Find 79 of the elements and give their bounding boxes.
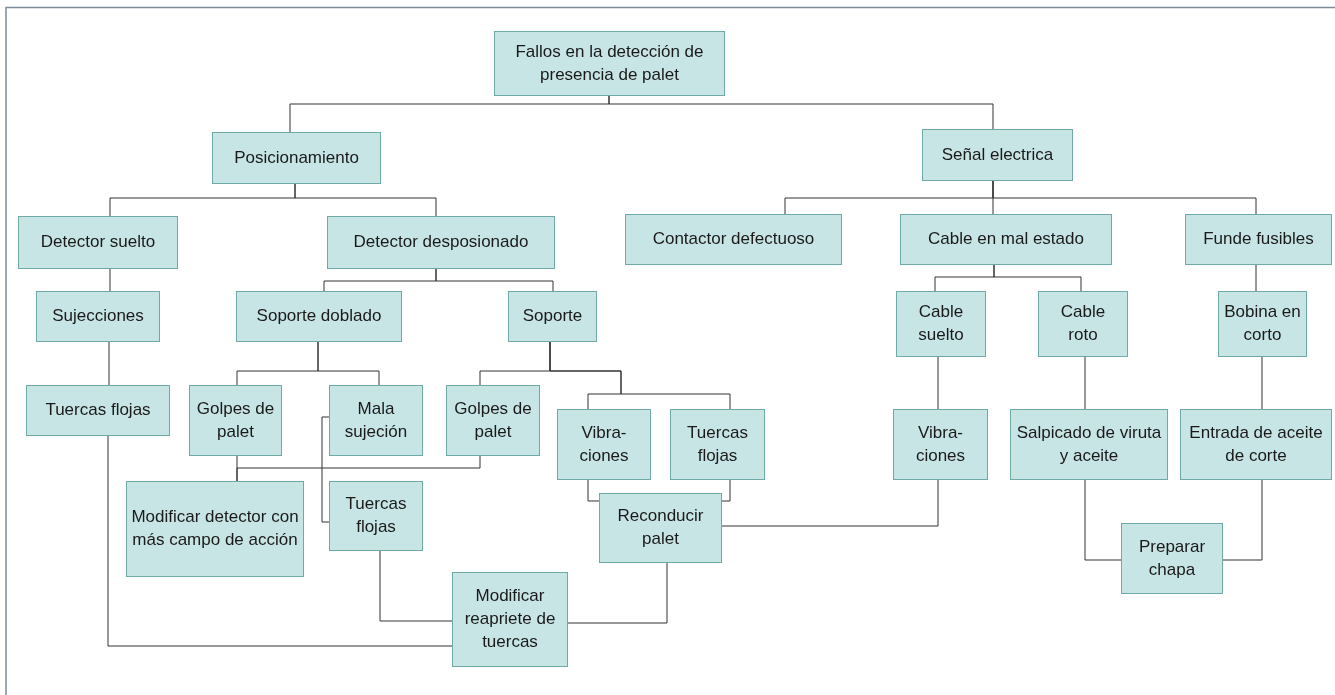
box-label: Detector desposionado — [353, 231, 529, 254]
cause-box — [236, 291, 402, 342]
box-label: Soporte doblado — [256, 305, 382, 328]
box-label: Golpes de palet — [453, 397, 533, 443]
connector-line — [107, 435, 453, 647]
box-label: Modificar reapriete de tuercas — [463, 585, 557, 653]
cause-box — [1038, 291, 1128, 357]
box-label: Bobina en corto — [1223, 301, 1302, 346]
cause-box — [625, 214, 842, 265]
connector-line — [321, 416, 330, 523]
cause-box — [893, 409, 988, 480]
cause-box — [896, 291, 986, 357]
connector-line — [435, 268, 554, 292]
cause-box — [922, 129, 1073, 181]
cause-box — [599, 493, 722, 563]
connector-line — [587, 479, 600, 502]
cause-box — [18, 216, 178, 269]
box-label: Vibra- ciones — [914, 421, 967, 467]
cause-box — [557, 409, 651, 480]
cause-box — [329, 481, 423, 551]
connector-line — [1261, 356, 1263, 410]
connector-line — [294, 183, 437, 217]
box-label: Vibra- ciones — [578, 421, 630, 467]
cause-box — [1185, 214, 1332, 265]
box-label: Soporte — [522, 305, 583, 328]
cause-box — [446, 385, 540, 456]
box-label: Posicionamiento — [234, 146, 359, 169]
box-label: Fallos en la detección de presencia de palet — [514, 40, 705, 86]
cause-box — [327, 216, 555, 269]
box-label: Mala sujeción — [343, 397, 409, 443]
cause-box — [508, 291, 597, 342]
box-label: Reconducir palet — [616, 505, 705, 550]
connector-line — [608, 95, 994, 130]
connector-line — [317, 341, 380, 386]
box-label: Salpicado de viruta y aceite — [1015, 421, 1163, 467]
box-label: Cable suelto — [917, 301, 965, 346]
connector-line — [567, 562, 668, 624]
cause-box — [1121, 523, 1223, 594]
connector-line — [1084, 479, 1122, 561]
box-label: Tuercas flojas — [686, 421, 749, 467]
cause-box — [329, 385, 423, 456]
cause-box — [126, 481, 304, 577]
connector-line — [721, 479, 731, 502]
box-label: Tuercas flojas — [344, 493, 408, 538]
cause-box — [36, 291, 160, 342]
connector-line — [1084, 356, 1086, 410]
connector-line — [1255, 264, 1257, 292]
cause-box — [189, 385, 282, 456]
cause-box — [1180, 409, 1332, 480]
connector-line — [1222, 479, 1263, 561]
box-label: Preparar chapa — [1137, 535, 1207, 581]
cause-box — [1010, 409, 1168, 480]
cause-box — [452, 572, 568, 667]
connector-line — [992, 180, 1257, 215]
connector-line — [236, 455, 481, 482]
box-label: Golpes de palet — [195, 397, 276, 443]
box-label: Cable roto — [1059, 301, 1107, 346]
cause-box — [1218, 291, 1307, 357]
connector-line — [108, 341, 110, 386]
cause-box — [900, 214, 1112, 265]
box-label: Contactor defectuoso — [652, 228, 815, 251]
connector-line — [937, 356, 939, 410]
box-label: Tuercas flojas — [45, 399, 151, 422]
cause-box — [212, 132, 381, 184]
box-label: Sujecciones — [52, 305, 144, 328]
cause-box — [494, 31, 725, 96]
connector-line — [549, 341, 731, 410]
box-label: Detector suelto — [40, 231, 156, 254]
connector-line — [109, 268, 111, 292]
connector-line — [993, 264, 1082, 292]
box-label: Modificar detector con más campo de acción — [130, 506, 300, 551]
box-label: Cable en mal estado — [928, 228, 1084, 251]
box-label: Funde fusibles — [1203, 228, 1314, 251]
box-label: Entrada de aceite de corte — [1188, 421, 1324, 467]
connector-line — [379, 550, 453, 622]
cause-box — [670, 409, 765, 480]
connector-line — [721, 479, 939, 527]
cause-box — [26, 385, 170, 436]
box-label: Señal electrica — [941, 143, 1054, 166]
